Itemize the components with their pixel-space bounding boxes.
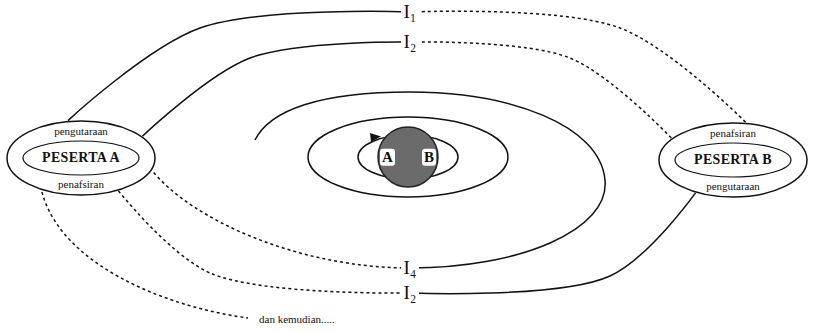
arc-segment	[68, 11, 410, 120]
spiral-ring	[308, 117, 508, 197]
message-arc	[68, 11, 746, 122]
outer-ellipse	[7, 121, 155, 195]
participant-name: PESERTA A	[42, 150, 120, 167]
spiral-dashed	[42, 192, 248, 318]
process-label: pengutaraan	[706, 180, 760, 193]
message-arc	[142, 42, 671, 138]
inner-ellipse	[675, 143, 791, 177]
arc-segment	[142, 42, 410, 136]
arrow-head	[370, 133, 381, 142]
process-label: penafsiran	[58, 178, 104, 191]
process-label: penafsiran	[710, 127, 756, 140]
outer-ellipse	[659, 123, 807, 197]
participant-ellipse: pengutaraanPESERTA A penafsiran	[6, 120, 156, 196]
spiral-dashed	[150, 168, 410, 268]
ring-label: I₄	[401, 257, 420, 279]
message-circle: AB	[377, 126, 439, 188]
arc-segment	[410, 193, 696, 294]
arc-label: I₁	[401, 1, 420, 23]
participant-name: PESERTA B	[694, 152, 772, 169]
arc-label: I₂	[401, 282, 420, 304]
process-label: pengutaraan	[54, 125, 108, 138]
message-arc	[119, 191, 696, 294]
message-disc	[378, 127, 438, 187]
continuation-note: dan kemudian.....	[256, 313, 338, 326]
inner-ellipse	[23, 141, 139, 175]
arc-segment	[410, 42, 672, 138]
arc-segment	[119, 191, 411, 293]
arc-label: I₂	[401, 31, 420, 53]
participant-letter: B	[422, 149, 436, 166]
participant-ellipse: penafsiranPESERTA B pengutaraan	[658, 122, 808, 198]
spiral-solid	[255, 92, 605, 268]
arc-segment	[410, 11, 746, 122]
participant-letter: A	[380, 149, 395, 166]
